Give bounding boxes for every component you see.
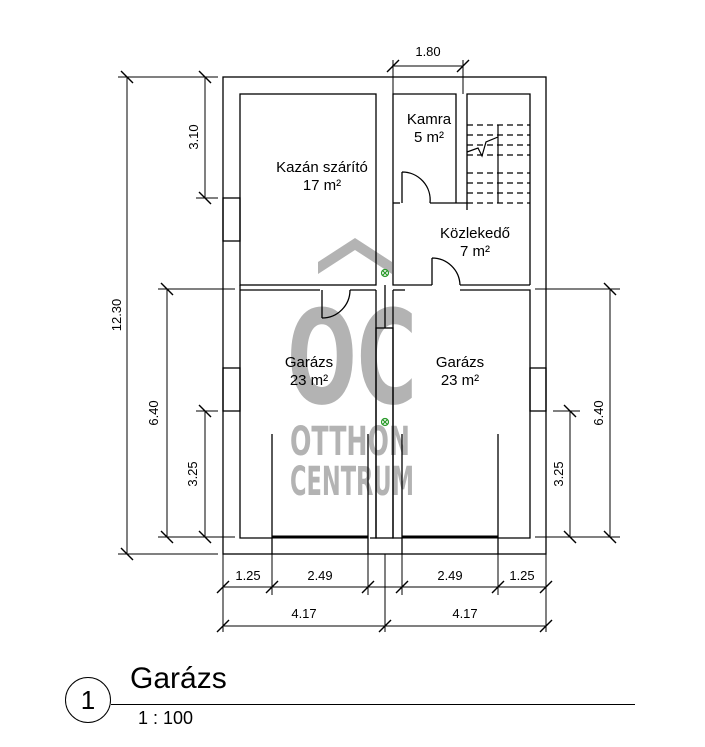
dim-bottom-right-half: 4.17 (452, 606, 477, 621)
dim-left-lower: 3.25 (185, 461, 200, 486)
dim-bottom-right-door: 2.49 (437, 568, 462, 583)
dim-left-total: 12.30 (109, 299, 124, 332)
watermark-roof-icon (318, 238, 392, 274)
room-name-kamra: Kamra (407, 111, 452, 128)
room-area-garazs-left: 23 m² (290, 372, 328, 389)
room-name-kozlekedo: Közlekedő (440, 225, 510, 242)
sensor-icon (380, 417, 390, 427)
title-block: 1 Garázs 1 : 100 (65, 660, 655, 740)
room-name-garazs-left: Garázs (285, 354, 333, 371)
dim-left-garage: 6.40 (146, 400, 161, 425)
room-area-kazan: 17 m² (303, 177, 341, 194)
door-swing-garage (321, 289, 351, 319)
watermark-line2: CENTRUM (290, 459, 414, 505)
dimensions: 1.80 12.30 3.10 6.40 3.25 6.40 (109, 44, 620, 633)
watermark-line1: OTTHON (290, 419, 410, 465)
dim-top-kamra: 1.80 (415, 44, 440, 59)
dim-bottom-left-half: 4.17 (291, 606, 316, 621)
dim-bottom-left-door: 2.49 (307, 568, 332, 583)
sensor-icon (380, 268, 390, 278)
room-name-kazan: Kazán szárító (276, 159, 368, 176)
room-area-kamra: 5 m² (414, 129, 444, 146)
door-swing-kozlekedo (431, 257, 461, 286)
room-name-garazs-right: Garázs (436, 354, 484, 371)
view-number: 1 (65, 677, 111, 723)
scale-label: 1 : 100 (138, 708, 194, 728)
watermark-logo: OC (287, 282, 417, 434)
dim-right-lower: 3.25 (551, 461, 566, 486)
door-swing-kamra (401, 171, 431, 204)
dim-right-garage: 6.40 (591, 400, 606, 425)
dim-bottom-right-small: 1.25 (509, 568, 534, 583)
room-area-garazs-right: 23 m² (441, 372, 479, 389)
room-area-kozlekedo: 7 m² (460, 243, 490, 260)
stairs-icon (466, 124, 530, 204)
dim-bottom-left-small: 1.25 (235, 568, 260, 583)
title-underline (111, 704, 635, 705)
dim-left-upper: 3.10 (186, 124, 201, 149)
page-title: Garázs (130, 662, 227, 695)
